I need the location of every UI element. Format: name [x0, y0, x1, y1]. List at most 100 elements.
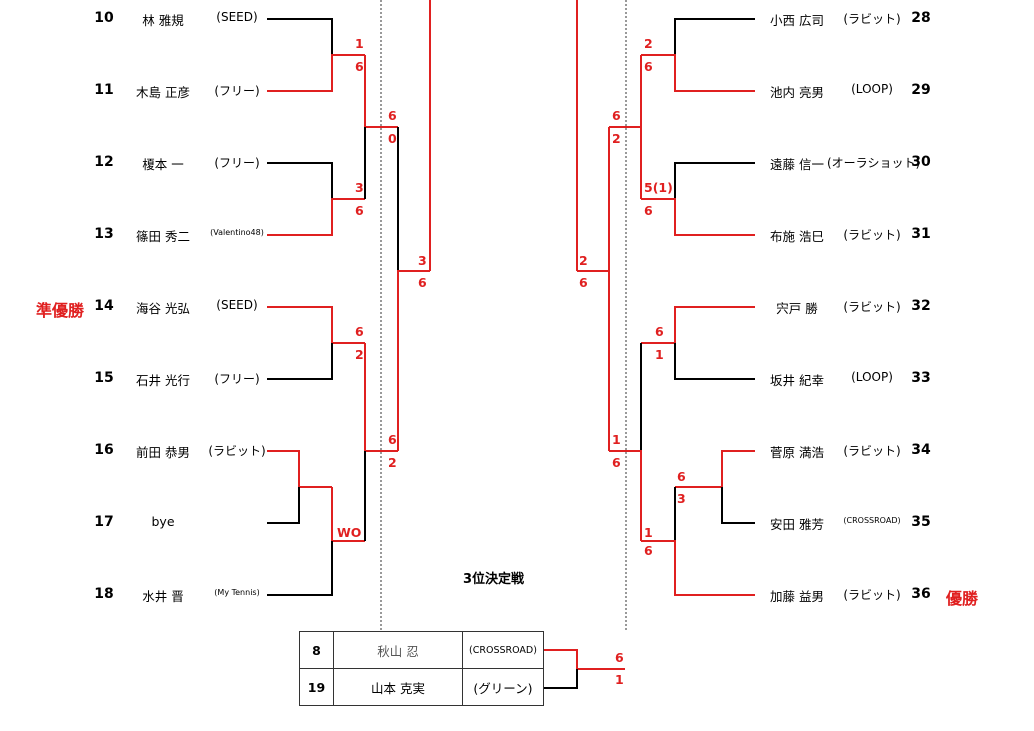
- player-name: 宍戸 勝: [776, 301, 818, 316]
- score: 6: [612, 108, 621, 123]
- score: 1: [644, 525, 653, 540]
- seed-number: 8: [299, 631, 334, 669]
- seed-number: 30: [911, 154, 931, 170]
- score: 1: [655, 347, 664, 362]
- seed-number: 28: [911, 10, 931, 26]
- score: 6: [655, 324, 664, 339]
- third-place-title: 3位決定戦: [463, 572, 525, 587]
- player-club: (CROSSROAD): [462, 631, 544, 669]
- seed-number: 17: [94, 514, 114, 530]
- seed-number: 34: [911, 442, 931, 458]
- bracket-line: [609, 450, 642, 541]
- player-name: 菅原 満浩: [770, 445, 824, 460]
- score: 2: [355, 347, 364, 362]
- seed-number: 13: [94, 226, 114, 242]
- score: 2: [388, 455, 397, 470]
- player-club: (Valentino48): [210, 228, 264, 237]
- bracket-line: [721, 487, 755, 524]
- score: 3: [677, 491, 686, 506]
- seed-number: 32: [911, 298, 931, 314]
- score: 6: [388, 108, 397, 123]
- winner-label: 優勝: [946, 589, 979, 608]
- score: 6: [418, 275, 427, 290]
- player-club: (フリー): [214, 372, 260, 386]
- player-name: 加藤 益男: [770, 589, 824, 604]
- player-club: (ラビット): [208, 444, 266, 458]
- score: 2: [644, 36, 653, 51]
- player-name: 水井 晋: [142, 589, 184, 604]
- bracket-line: [267, 198, 365, 236]
- bracket-line: [641, 306, 755, 344]
- player-club: (フリー): [214, 84, 260, 98]
- player-club: (My Tennis): [214, 588, 260, 597]
- player-club: (SEED): [216, 298, 258, 312]
- score: 1: [612, 432, 621, 447]
- player-name: 前田 恭男: [136, 445, 190, 460]
- player-name: bye: [151, 514, 175, 529]
- bracket-line: [674, 343, 755, 380]
- score: 5(1): [644, 180, 673, 195]
- bracket-line: [267, 487, 300, 524]
- bracket-line: [267, 306, 365, 344]
- player-name: 石井 光行: [136, 373, 190, 388]
- player-name: 小西 広司: [770, 13, 824, 28]
- bracket-line: [267, 450, 332, 488]
- player-club: (CROSSROAD): [843, 516, 901, 525]
- player-club: (オーラショット): [827, 156, 921, 170]
- score: 6: [612, 455, 621, 470]
- player-name: 池内 亮男: [770, 85, 824, 100]
- score: 6: [579, 275, 588, 290]
- bracket-line: [674, 18, 755, 55]
- bracket-line: [267, 162, 333, 199]
- score: 6: [355, 59, 364, 74]
- player-name: 遠藤 信一: [770, 157, 824, 172]
- bracket-line: [641, 198, 755, 236]
- seed-number: 12: [94, 154, 114, 170]
- player-club: (ラビット): [843, 300, 901, 314]
- score: 2: [579, 253, 588, 268]
- player-club: (LOOP): [851, 370, 893, 384]
- score: 6: [355, 203, 364, 218]
- score: 3: [355, 180, 364, 195]
- player-name: 布施 浩巳: [770, 229, 824, 244]
- player-name: 安田 雅芳: [770, 517, 824, 532]
- score: 6: [644, 59, 653, 74]
- seed-number: 33: [911, 370, 931, 386]
- seed-number: 31: [911, 226, 931, 242]
- third-place-table: 8 秋山 忍 (CROSSROAD) 19 山本 克実 (グリーン): [299, 631, 544, 706]
- seed-number: 16: [94, 442, 114, 458]
- score: 6: [388, 432, 397, 447]
- player-club: (SEED): [216, 10, 258, 24]
- score: 6: [615, 650, 624, 665]
- player-name: 坂井 紀幸: [770, 373, 824, 388]
- runner-up-label: 準優勝: [36, 301, 85, 320]
- bracket-line: [674, 162, 755, 199]
- player-club: (LOOP): [851, 82, 893, 96]
- bracket-line: [577, 127, 610, 272]
- player-club: (ラビット): [843, 228, 901, 242]
- score: 6: [644, 203, 653, 218]
- player-club: (ラビット): [843, 12, 901, 26]
- bracket-line: [544, 649, 625, 670]
- bracket-line: [267, 54, 365, 92]
- seed-number: 10: [94, 10, 114, 26]
- bracket-line: [267, 343, 333, 380]
- player-club: (グリーン): [462, 668, 544, 706]
- player-name: 榎本 一: [142, 157, 184, 172]
- score: 0: [388, 131, 397, 146]
- seed-number: 14: [94, 298, 114, 314]
- player-name: 海谷 光弘: [136, 301, 190, 316]
- player-club: (ラビット): [843, 444, 901, 458]
- bracket-line: [397, 270, 430, 451]
- player-name: 林 雅規: [142, 13, 184, 28]
- player-name: 木島 正彦: [136, 85, 190, 100]
- score: 6: [355, 324, 364, 339]
- score: 1: [355, 36, 364, 51]
- player-club: (フリー): [214, 156, 260, 170]
- bracket-line: [267, 18, 333, 55]
- score: 2: [612, 131, 621, 146]
- seed-number: 15: [94, 370, 114, 386]
- score: 1: [615, 672, 624, 687]
- score: 6: [677, 469, 686, 484]
